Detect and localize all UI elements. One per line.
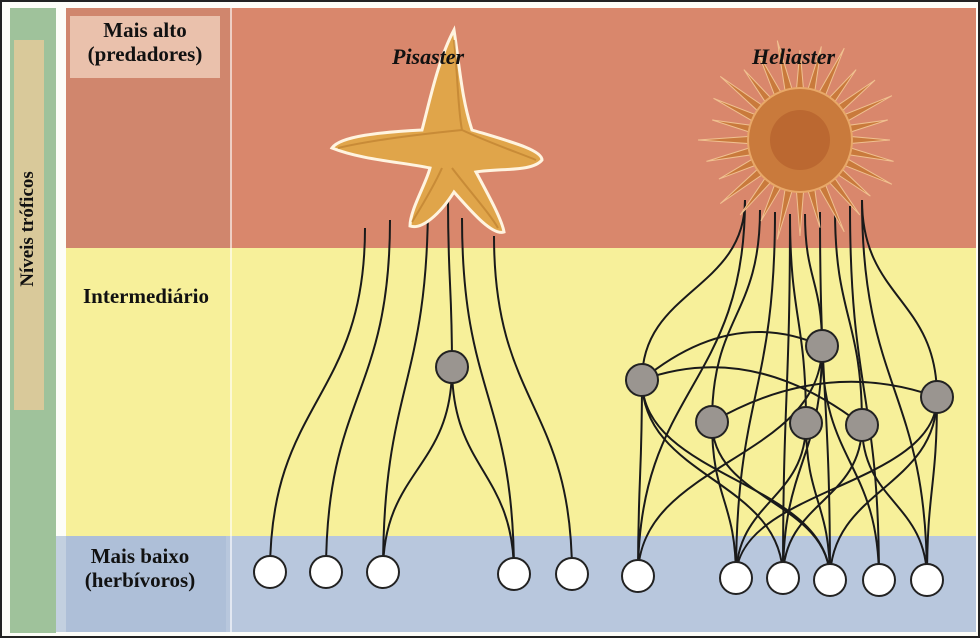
herbivore-node <box>254 556 286 588</box>
axis-label: Níveis tróficos <box>17 171 39 287</box>
herbivore-node <box>556 558 588 590</box>
species-label-pisaster: Pisaster <box>392 44 464 70</box>
sunstar-center <box>770 110 830 170</box>
herbivore-node <box>720 562 752 594</box>
intermediate-node <box>921 381 953 413</box>
intermediate-node <box>806 330 838 362</box>
level-middle-label: Intermediário <box>66 284 226 308</box>
herbivore-node <box>767 562 799 594</box>
herbivore-node <box>814 564 846 596</box>
intermediate-node <box>696 406 728 438</box>
intermediate-node <box>790 407 822 439</box>
intermediate-node <box>846 409 878 441</box>
herbivore-node <box>367 556 399 588</box>
intermediate-node <box>436 351 468 383</box>
species-label-heliaster: Heliaster <box>752 44 835 70</box>
herbivore-node <box>911 564 943 596</box>
herbivore-node <box>622 560 654 592</box>
herbivore-node <box>863 564 895 596</box>
level-top-label: Mais alto (predadores) <box>70 18 220 66</box>
herbivore-node <box>498 558 530 590</box>
intermediate-node <box>626 364 658 396</box>
herbivore-node <box>310 556 342 588</box>
level-bottom-label: Mais baixo (herbívoros) <box>60 544 220 592</box>
trophic-axis: Níveis tróficos <box>10 44 46 414</box>
